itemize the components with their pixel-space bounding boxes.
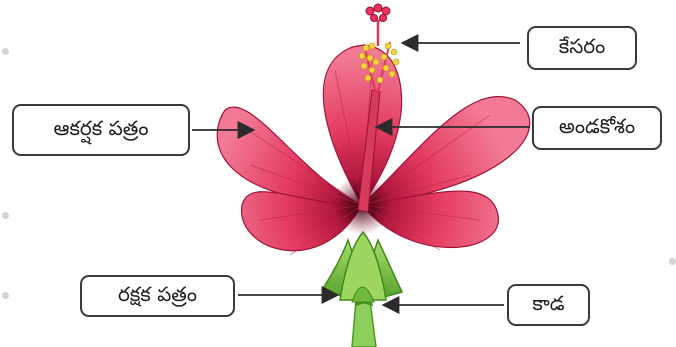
margin-dot <box>2 48 9 55</box>
margin-dot <box>2 212 9 219</box>
label-pistil: అండకోశం <box>532 106 662 150</box>
label-stamens: కేసరం <box>527 26 637 70</box>
label-stalk: కాడ <box>507 284 590 326</box>
label-sepal: రక్షక పత్రం <box>80 275 235 317</box>
margin-dot <box>669 258 676 265</box>
flower-stalk <box>352 300 376 347</box>
margin-dot <box>2 292 9 299</box>
flower-sepals <box>322 232 402 305</box>
stigma <box>366 4 390 46</box>
label-petal: ఆకర్షక పత్రం <box>12 104 190 156</box>
